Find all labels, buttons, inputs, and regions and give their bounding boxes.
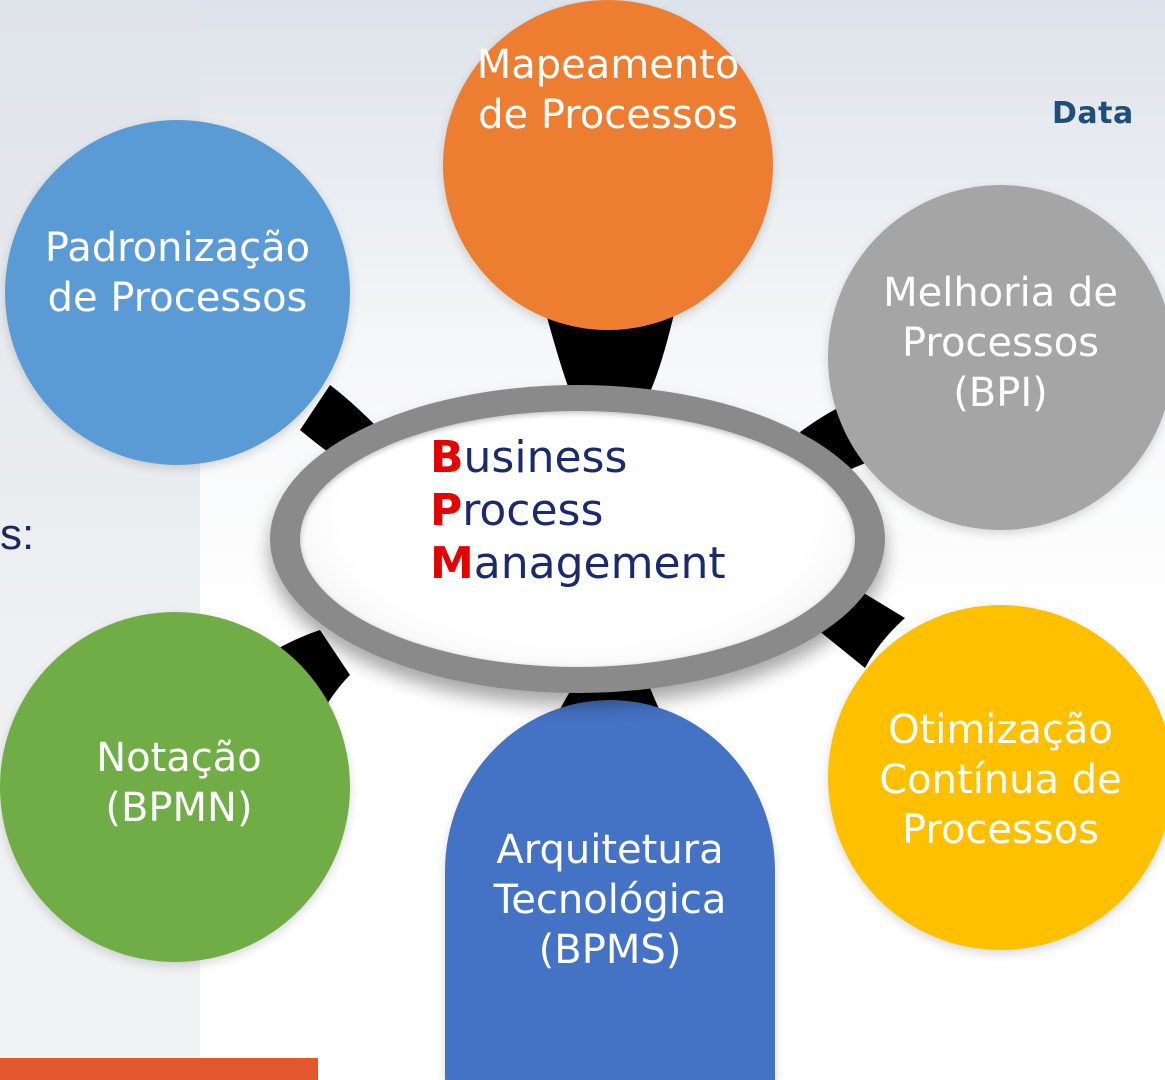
node-padronizacao: Padronização de Processos xyxy=(5,120,350,465)
brand-logo-text: Data xyxy=(1052,96,1134,131)
node-melhoria: Melhoria de Processos (BPI) xyxy=(828,185,1165,530)
node-notacao-label: Notação (BPMN) xyxy=(96,735,262,831)
node-mapeamento-label: Mapeamento de Processos xyxy=(476,42,740,138)
node-mapeamento: Mapeamento de Processos xyxy=(443,0,773,330)
center-bpm-ellipse xyxy=(270,385,885,693)
center-line-business: Business xyxy=(430,432,628,483)
bottom-accent-bar xyxy=(0,1058,318,1080)
node-arquitetura-label: Arquitetura Tecnológica (BPMS) xyxy=(493,827,727,973)
connector-mapeamento xyxy=(545,310,675,392)
node-arquitetura: Arquitetura Tecnológica (BPMS) xyxy=(445,700,775,1080)
center-line-management: Management xyxy=(430,537,726,589)
node-melhoria-label: Melhoria de Processos (BPI) xyxy=(883,269,1118,416)
partial-slide-text: s: xyxy=(0,510,35,559)
node-otimizacao: Otimização Contínua de Processos xyxy=(828,605,1165,950)
center-line-process: Process xyxy=(430,484,604,536)
node-otimizacao-label: Otimização Contínua de Processos xyxy=(879,707,1122,853)
node-padronizacao-label: Padronização de Processos xyxy=(44,224,311,321)
center-bpm-title: Business Process Management xyxy=(430,432,726,590)
node-notacao: Notação (BPMN) xyxy=(0,612,350,962)
center-bpm-inner xyxy=(300,411,855,667)
